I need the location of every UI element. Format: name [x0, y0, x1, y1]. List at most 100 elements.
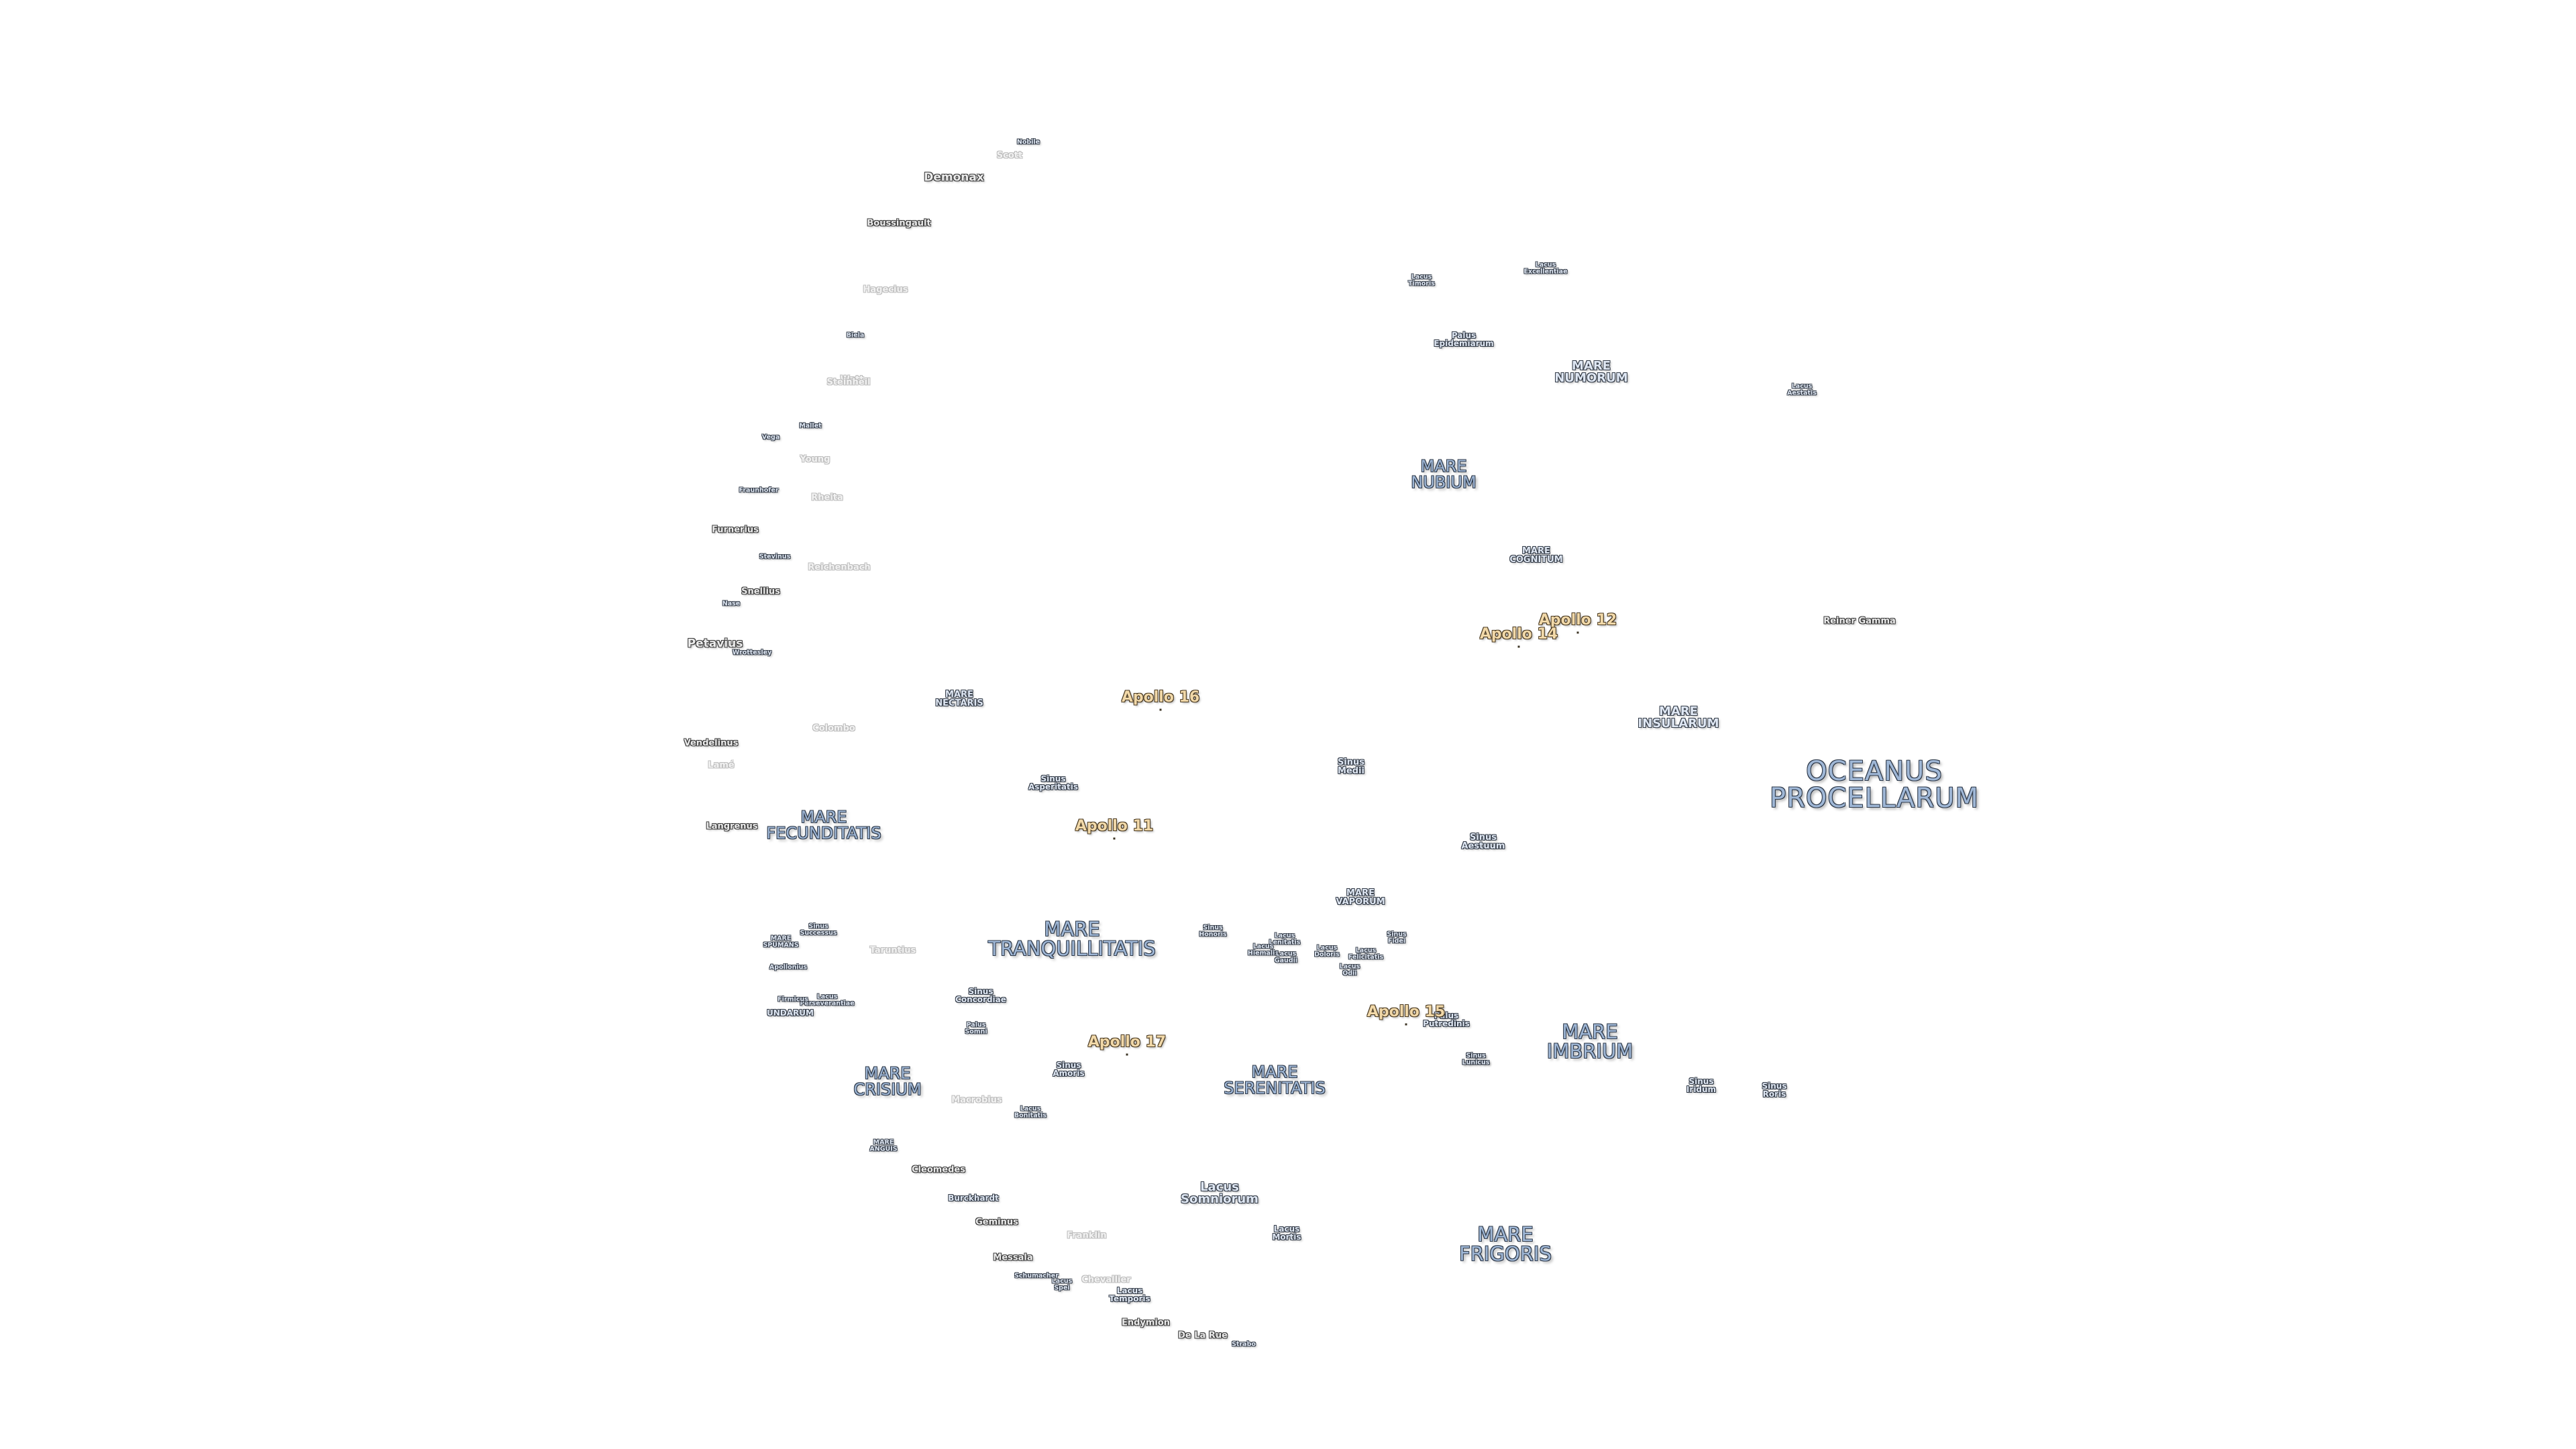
map-label-steinheil: Steinheil: [826, 378, 870, 387]
map-label-line: Lunicus: [1462, 1059, 1490, 1066]
map-label-line: Lenitatis: [1269, 938, 1301, 946]
map-label-line: Chevallier: [1081, 1275, 1131, 1285]
map-label-line: Lacus: [1273, 1224, 1300, 1234]
map-label-line: Lacus: [1116, 1286, 1143, 1295]
map-label-line: VAPORUM: [1336, 897, 1385, 907]
map-label-line: Lunicus: [1462, 1059, 1490, 1066]
map-label-line: Palus: [1434, 1011, 1459, 1020]
map-label-line: INSULARUM: [1638, 716, 1719, 731]
map-label-line: Sinus: [1688, 1077, 1714, 1086]
map-label-langrenus: Langrenus: [706, 822, 757, 831]
map-label-line: Apollo 11: [1075, 818, 1154, 835]
map-label-line: Sinus: [1040, 774, 1066, 784]
map-label-line: Somni: [965, 1028, 987, 1035]
landing-site-marker: [1159, 708, 1162, 711]
map-label-reiner-gamma: Reiner Gamma: [1823, 617, 1896, 626]
map-label-nobile: Nobile: [1017, 139, 1040, 146]
map-label-mallet: Mallet: [799, 423, 821, 429]
map-label-demonax: Demonax: [924, 172, 984, 184]
map-label-line: UNDARUM: [767, 1008, 814, 1018]
map-label-undarum: UNDARUM: [767, 1009, 814, 1017]
map-label-apollonius: Apollonius: [769, 964, 807, 971]
map-label-line: MARE: [770, 934, 792, 943]
map-label-line: Felicitatis: [1348, 953, 1384, 961]
map-label-line: Geminus: [975, 1217, 1018, 1228]
map-label-snellius: Snellius: [741, 588, 780, 596]
map-label-watt: Watt: [840, 376, 863, 384]
map-label-strabo: Strabo: [1232, 1341, 1256, 1348]
map-label-line: MARE: [1477, 1223, 1534, 1246]
map-label-vega: Vega: [762, 434, 780, 441]
map-label-line: Bonitatis: [1014, 1112, 1047, 1119]
map-label-line: MARE: [1346, 888, 1375, 898]
map-label-line: Honoris: [1199, 930, 1227, 938]
map-label-line: Successus: [800, 929, 837, 936]
map-label-line: Fidei: [1387, 937, 1406, 945]
map-label-line: Sinus: [1056, 1061, 1081, 1070]
map-label-messala: Messala: [993, 1254, 1032, 1263]
map-label-line: Young: [800, 454, 830, 465]
map-label-line: MARE: [800, 808, 847, 826]
map-label-line: Lacus: [1339, 963, 1360, 971]
map-label-line: Lacus: [1355, 947, 1377, 955]
map-label-rheita: Rheita: [811, 494, 843, 502]
map-label-line: Lacus: [1200, 1180, 1239, 1194]
map-label-line: Firmicus: [777, 996, 808, 1004]
map-label-line: Reiner Gamma: [1823, 616, 1896, 627]
map-label-line: Aestatis: [1787, 389, 1817, 396]
map-label-line: Spei: [1054, 1284, 1070, 1291]
map-label-line: Palus: [966, 1021, 986, 1029]
map-label-line: Lacus: [1791, 382, 1813, 390]
map-label-schumacher: Schumacher: [1014, 1273, 1059, 1279]
map-label-line: Lacus: [1316, 944, 1338, 952]
landing-site-marker: [1576, 631, 1579, 634]
map-label-line: COGNITUM: [1509, 555, 1563, 565]
map-label-line: Excellentiae: [1523, 268, 1568, 275]
map-label-boussingault: Boussingault: [867, 219, 930, 228]
map-label-line: Temporis: [1109, 1294, 1150, 1303]
map-label-line: IMBRIUM: [1546, 1040, 1633, 1063]
map-label-line: Sinus: [1387, 930, 1407, 938]
map-label-burckhardt: Burckhardt: [948, 1194, 999, 1202]
map-label-line: Boussingault: [867, 218, 931, 229]
map-label-line: MARE: [1658, 704, 1698, 718]
map-label-line: MARE: [1562, 1020, 1618, 1043]
map-label-line: Cleomedes: [912, 1165, 965, 1175]
map-label-line: Gaudii: [1274, 957, 1298, 964]
map-label-vendelinus: Vendelinus: [684, 739, 739, 748]
map-label-line: Iridum: [1686, 1085, 1717, 1094]
map-label-line: Sinus: [1337, 757, 1365, 767]
map-label-line: Palus: [1451, 331, 1477, 340]
map-label-line: Steinheil: [826, 377, 871, 388]
map-label-line: Watt: [840, 374, 864, 385]
map-label-line: MARE: [1251, 1063, 1298, 1081]
map-label-line: Nase: [722, 600, 741, 608]
landing-site-marker: [1405, 1023, 1407, 1026]
map-label-line: Hagecius: [863, 284, 908, 295]
map-label-apollo-16: Apollo 16: [1122, 690, 1199, 705]
map-label-line: Mallet: [799, 422, 822, 430]
map-label-line: MARE: [1420, 457, 1467, 476]
map-label-line: NUMORUM: [1554, 371, 1628, 385]
map-label-biela: Biela: [847, 332, 865, 339]
map-label-line: Lacus: [816, 993, 838, 1001]
map-label-line: MARE: [1571, 359, 1611, 373]
